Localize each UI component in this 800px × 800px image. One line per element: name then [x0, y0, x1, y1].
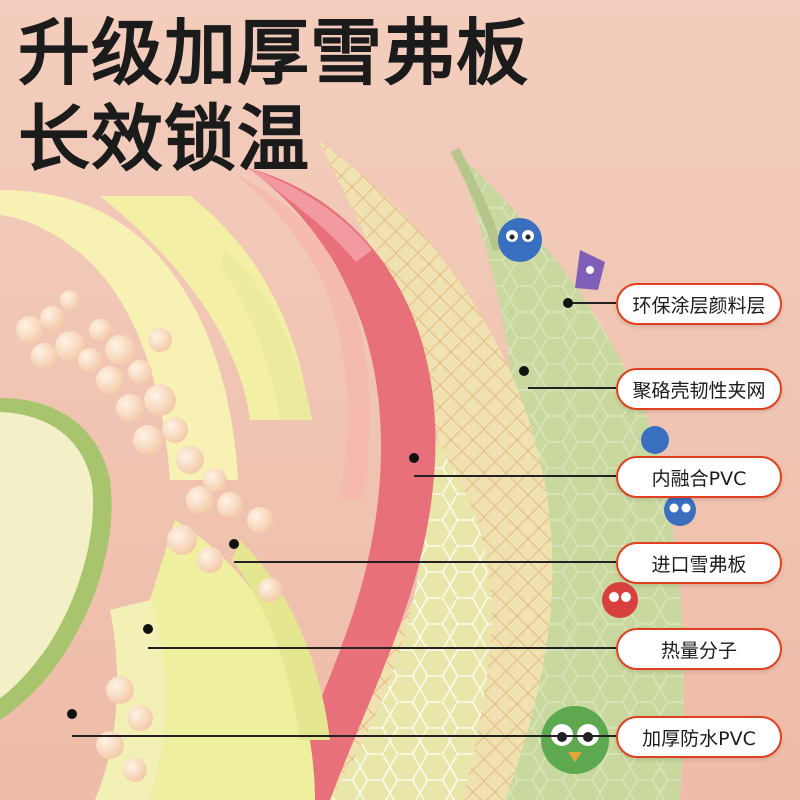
headline-line-2: 长效锁温 — [18, 97, 311, 181]
layer-label-coating: 环保涂层颜料层 — [616, 283, 782, 325]
layer-label-waterproof-pvc: 加厚防水PVC — [616, 716, 782, 758]
layer-label-foam-board: 进口雪弗板 — [616, 542, 782, 584]
layer-label-mesh: 聚硌壳韧性夹网 — [616, 368, 782, 410]
headline-line-1: 升级加厚雪弗板 — [18, 11, 530, 95]
layer-label-inner-pvc: 内融合PVC — [616, 456, 782, 498]
headline: 升级加厚雪弗板 长效锁温 — [18, 10, 529, 182]
layer-label-heat-molecule: 热量分子 — [616, 628, 782, 670]
